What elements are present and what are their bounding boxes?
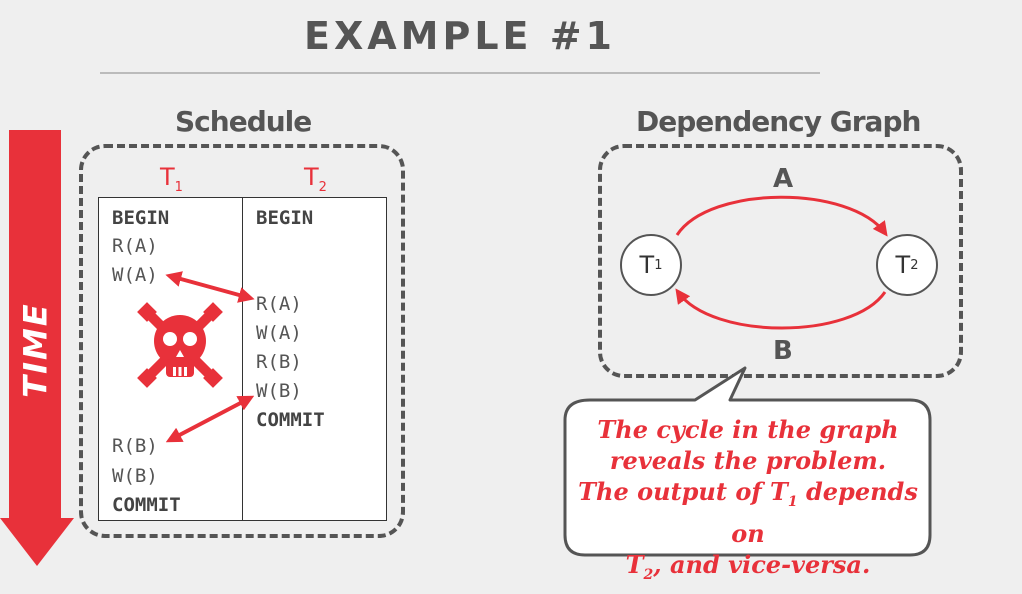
graph-heading: Dependency Graph: [636, 105, 921, 138]
title-divider: [100, 72, 820, 74]
callout-line-1: The cycle in the graph: [597, 415, 899, 444]
t2-op-read-a: R(A): [256, 293, 302, 315]
t1-op-write-a: W(A): [112, 264, 158, 286]
time-axis-label: TIME: [17, 302, 55, 398]
callout-line-4: T2, and vice-versa.: [625, 549, 871, 583]
edge-label-a: A: [773, 164, 794, 194]
callout-text: The cycle in the graph reveals the probl…: [572, 414, 924, 591]
column-header-t2: T2: [304, 163, 327, 195]
callout-line-2: reveals the problem.: [609, 446, 887, 475]
t2-op-begin: BEGIN: [256, 207, 314, 229]
schedule-heading: Schedule: [175, 105, 312, 138]
t1-op-read-a: R(A): [112, 235, 158, 257]
t1-op-read-b: R(B): [112, 435, 158, 457]
t2-op-write-b: W(B): [256, 380, 302, 402]
slide-title: EXAMPLE #1: [303, 14, 616, 58]
edge-label-b: B: [773, 336, 793, 366]
schedule-column-divider: [242, 197, 243, 521]
t2-op-commit: COMMIT: [256, 409, 325, 431]
t1-op-begin: BEGIN: [112, 207, 170, 229]
t1-op-write-b: W(B): [112, 465, 158, 487]
time-arrow: [0, 130, 74, 566]
t2-op-write-a: W(A): [256, 322, 302, 344]
t2-op-read-b: R(B): [256, 351, 302, 373]
callout-line-3: The output of T1 depends on: [578, 477, 918, 548]
schedule-frame: [79, 144, 405, 538]
column-header-t1: T1: [160, 163, 183, 195]
t1-op-commit: COMMIT: [112, 494, 181, 516]
